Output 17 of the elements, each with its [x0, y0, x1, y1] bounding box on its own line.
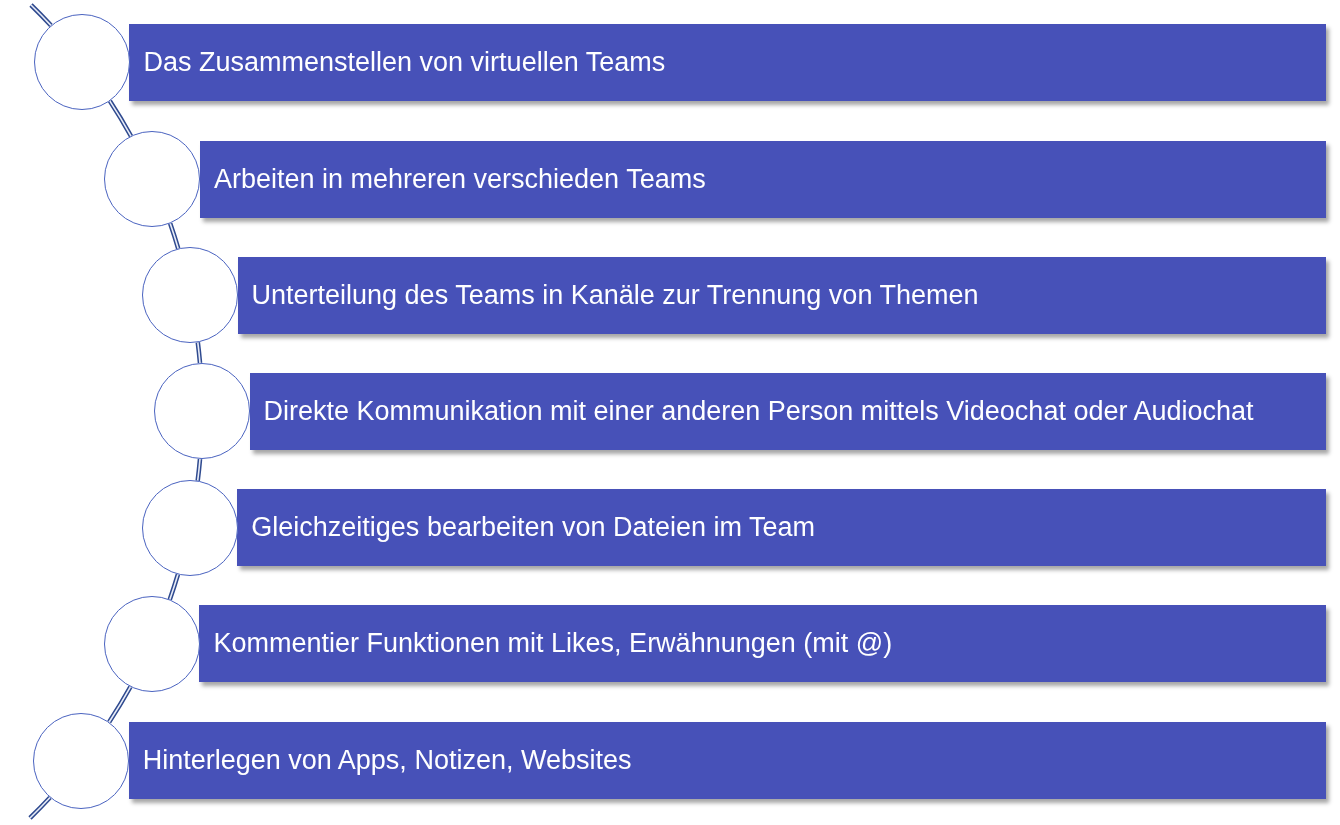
connector-line — [107, 685, 133, 724]
list-item-bar: Hinterlegen von Apps, Notizen, Websites — [128, 722, 1326, 799]
connector-line — [168, 222, 181, 250]
list-item-bar: Kommentier Funktionen mit Likes, Erwähnungen (mit @) — [199, 605, 1326, 682]
connector-line — [107, 99, 133, 138]
circle-marker — [33, 713, 130, 809]
circle-marker — [34, 14, 130, 110]
connector-line — [28, 795, 52, 820]
list-item-bar: Unterteilung des Teams in Kanäle zur Trennung von Themen — [237, 257, 1326, 334]
list-item-bar: Das Zusammenstellen von virtuellen Teams — [129, 24, 1326, 101]
connector-line — [195, 342, 203, 364]
connector-line — [29, 3, 53, 27]
connector-line — [167, 573, 181, 601]
list-item-bar: Arbeiten in mehreren verschieden Teams — [199, 141, 1326, 218]
connector-line — [195, 458, 203, 481]
list-item-bar: Gleichzeitiges bearbeiten von Dateien im Team — [237, 489, 1326, 566]
list-item-bar: Direkte Kommunikation mit einer anderen Person mittels Videochat oder Audiochat — [249, 373, 1326, 450]
